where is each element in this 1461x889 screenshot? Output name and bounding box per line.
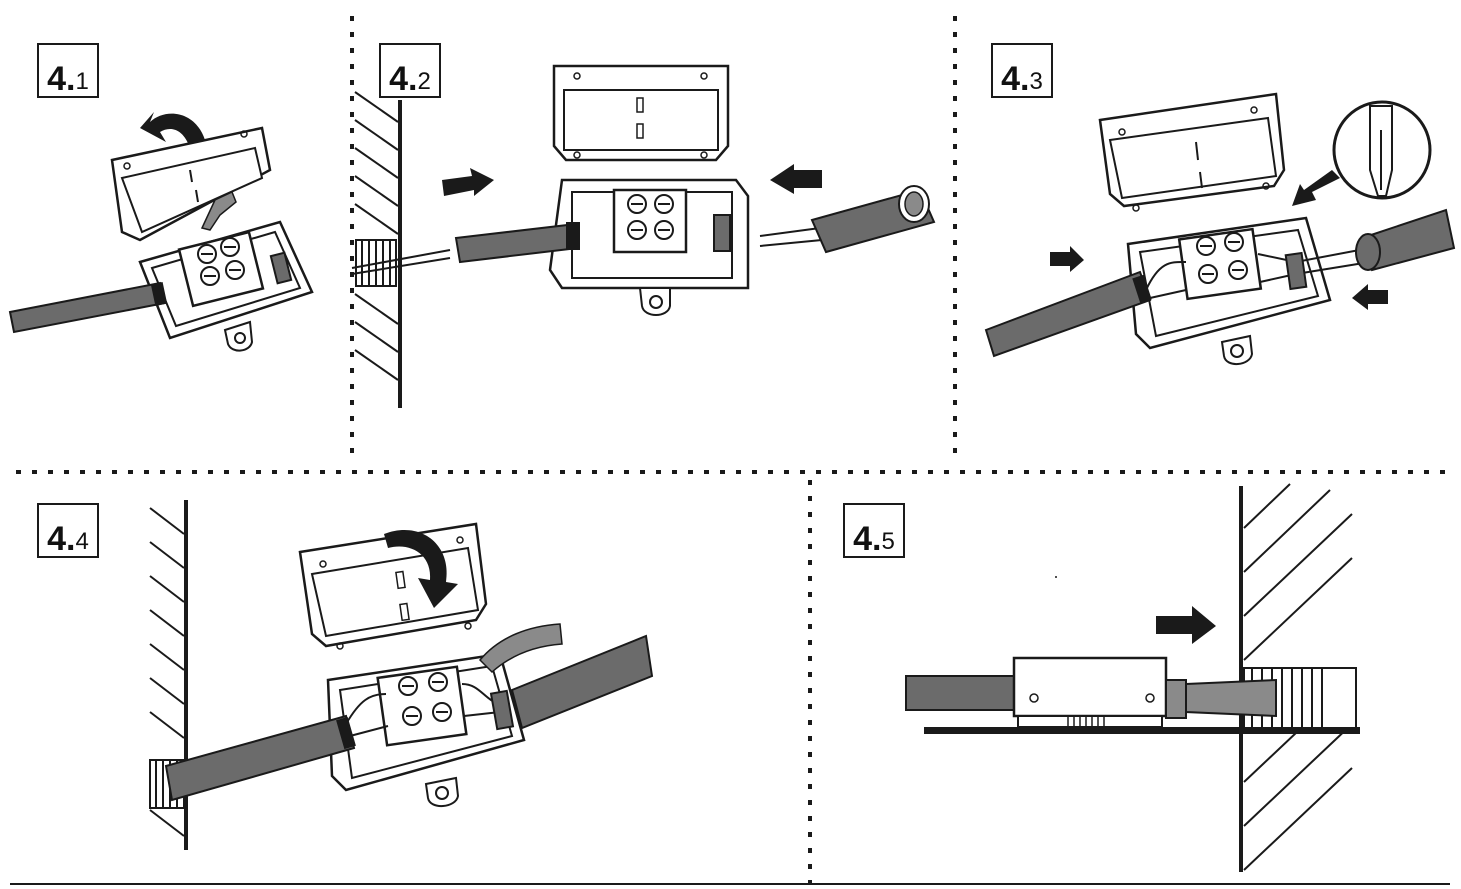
step-major: 4.	[389, 60, 418, 98]
step-label-4-3: 4.3	[991, 43, 1053, 98]
panel-4-5-illustration	[905, 483, 1360, 872]
panel-4-1-illustration	[8, 112, 314, 352]
step-label-4-4: 4.4	[37, 503, 99, 558]
step-minor: 3	[1029, 68, 1043, 95]
step-minor: 1	[75, 68, 89, 95]
panel-4-3-illustration	[984, 92, 1456, 365]
panel-dividers	[10, 8, 1450, 885]
right-arrow-icon	[1156, 606, 1216, 644]
divider-v3	[808, 474, 812, 884]
terminal-block	[1177, 227, 1263, 301]
panel-4-4-illustration	[149, 500, 654, 850]
right-arrow-icon	[1050, 246, 1084, 272]
panel-4-2-illustration	[351, 64, 936, 408]
step-major: 4.	[47, 520, 76, 558]
divider-v1	[350, 8, 354, 460]
lift-arrow-icon	[140, 112, 205, 148]
mounting-surface	[924, 727, 1360, 734]
step-major: 4.	[1001, 60, 1030, 98]
cable	[984, 270, 1152, 358]
step-major: 4.	[853, 520, 882, 558]
cable	[8, 281, 167, 334]
pointer-arrow-icon	[1292, 170, 1340, 206]
step-label-4-2: 4.2	[379, 43, 441, 98]
step-major: 4.	[47, 60, 76, 98]
cable	[1185, 678, 1277, 718]
left-arrow-icon	[770, 164, 822, 194]
terminal-block	[612, 188, 688, 254]
divider-h	[10, 470, 1450, 474]
left-arrow-icon	[1352, 284, 1388, 310]
right-arrow-icon	[442, 168, 494, 196]
step-minor: 4	[75, 528, 89, 555]
step-label-4-1: 4.1	[37, 43, 99, 98]
step-minor: 5	[881, 528, 895, 555]
cable	[905, 675, 1019, 711]
step-minor: 2	[417, 68, 431, 95]
close-lid-arrow-icon	[384, 529, 458, 608]
divider-v2	[953, 8, 957, 460]
terminal-block	[376, 665, 468, 747]
cable	[510, 634, 654, 730]
step-label-4-5: 4.5	[843, 503, 905, 558]
closed-junction-box	[1012, 656, 1168, 718]
cable	[164, 714, 356, 802]
